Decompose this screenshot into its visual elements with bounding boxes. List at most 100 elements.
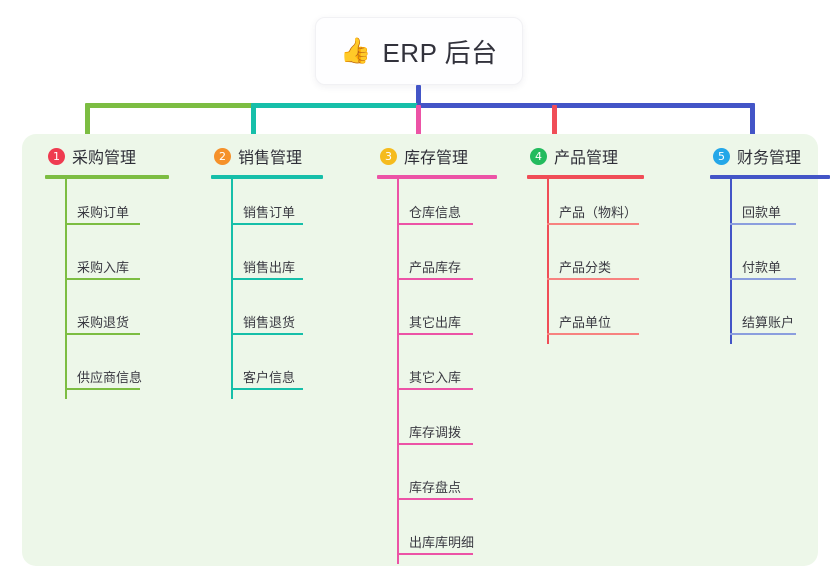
branch-item-rule — [65, 278, 140, 280]
branch-item[interactable]: 库存盘点 — [377, 454, 497, 509]
root-node-title: ERP 后台 — [382, 37, 498, 68]
branch-item[interactable]: 销售退货 — [211, 289, 323, 344]
branch-item-rule — [231, 278, 303, 280]
branch-header-rule — [710, 175, 830, 179]
branch-item[interactable]: 产品单位 — [527, 289, 644, 344]
branch-item-label: 采购退货 — [77, 315, 130, 330]
root-node-content: 👍 ERP 后台 — [340, 33, 497, 70]
branch-item[interactable]: 结算账户 — [710, 289, 830, 344]
branch-item[interactable]: 付款单 — [710, 234, 830, 289]
connector-drop-finance — [750, 105, 755, 141]
branch-items: 采购订单采购入库采购退货供应商信息 — [45, 179, 169, 399]
branch-item-rule — [547, 278, 639, 280]
connector-drop-product — [552, 105, 557, 141]
branch-item[interactable]: 销售出库 — [211, 234, 323, 289]
branch-header-5[interactable]: 5 财务管理 — [710, 143, 830, 169]
branch-item-label: 产品库存 — [409, 260, 462, 275]
branch-items: 回款单付款单结算账户 — [710, 179, 830, 344]
connector-horizontal-green — [85, 103, 253, 108]
branch-item-rule — [547, 333, 639, 335]
branch-spine — [231, 179, 233, 399]
branch-item-rule — [397, 553, 473, 555]
connector-drop-inventory — [416, 105, 421, 141]
thumbs-up-icon: 👍 — [340, 36, 372, 65]
branch-column-3: 3 库存管理仓库信息产品库存其它出库其它入库库存调拨库存盘点出库库明细 — [377, 143, 497, 564]
branch-item[interactable]: 其它入库 — [377, 344, 497, 399]
branch-items: 仓库信息产品库存其它出库其它入库库存调拨库存盘点出库库明细 — [377, 179, 497, 564]
branch-number-badge: 1 — [48, 147, 65, 165]
branch-title: 库存管理 — [404, 150, 469, 167]
connector-trunk-vertical — [416, 85, 421, 105]
branch-item-rule — [730, 333, 796, 335]
branch-item-label: 其它出库 — [409, 315, 462, 330]
branch-item[interactable]: 采购入库 — [45, 234, 169, 289]
connector-drop-purchase — [85, 105, 90, 141]
branch-item-rule — [397, 443, 473, 445]
branch-title: 销售管理 — [238, 150, 303, 167]
branch-item-rule — [730, 223, 796, 225]
branch-item-label: 库存盘点 — [409, 480, 462, 495]
branch-item-rule — [397, 278, 473, 280]
branch-item[interactable]: 供应商信息 — [45, 344, 169, 399]
branch-item-rule — [65, 388, 140, 390]
branch-item[interactable]: 库存调拨 — [377, 399, 497, 454]
branch-header-4[interactable]: 4 产品管理 — [527, 143, 644, 169]
branch-item-rule — [547, 223, 639, 225]
connector-drop-sales — [251, 105, 256, 141]
branch-item-rule — [397, 498, 473, 500]
branch-column-4: 4 产品管理产品（物料） 产品分类产品单位 — [527, 143, 644, 344]
branch-title: 产品管理 — [554, 150, 619, 167]
branch-header-rule — [527, 175, 644, 179]
branch-spine — [397, 179, 399, 564]
branch-item-label: 销售退货 — [243, 315, 296, 330]
branch-item[interactable]: 仓库信息 — [377, 179, 497, 234]
branch-item-rule — [231, 223, 303, 225]
branch-item-label: 产品（物料） — [559, 205, 638, 220]
branch-item-label: 其它入库 — [409, 370, 462, 385]
branch-spine — [730, 179, 732, 344]
branch-item-rule — [397, 388, 473, 390]
branch-title: 财务管理 — [737, 150, 802, 167]
connector-horizontal-teal — [251, 103, 419, 108]
branch-header-3[interactable]: 3 库存管理 — [377, 143, 497, 169]
branch-spine — [65, 179, 67, 399]
branch-item[interactable]: 采购退货 — [45, 289, 169, 344]
branch-item[interactable]: 其它出库 — [377, 289, 497, 344]
branch-item-rule — [65, 223, 140, 225]
branch-items: 产品（物料） 产品分类产品单位 — [527, 179, 644, 344]
branch-item-label: 销售出库 — [243, 260, 296, 275]
branch-item-label: 付款单 — [742, 260, 782, 275]
branch-number-badge: 3 — [380, 147, 397, 165]
branch-item-rule — [231, 333, 303, 335]
branch-item-label: 采购订单 — [77, 205, 130, 220]
branch-item[interactable]: 产品（物料） — [527, 179, 644, 234]
branch-item-label: 出库库明细 — [409, 535, 475, 550]
branch-item-label: 产品分类 — [559, 260, 612, 275]
branch-item[interactable]: 产品库存 — [377, 234, 497, 289]
branch-item[interactable]: 产品分类 — [527, 234, 644, 289]
branch-item[interactable]: 采购订单 — [45, 179, 169, 234]
branch-number-badge: 5 — [713, 147, 730, 165]
branch-item-label: 采购入库 — [77, 260, 130, 275]
branch-item[interactable]: 回款单 — [710, 179, 830, 234]
branch-item[interactable]: 出库库明细 — [377, 509, 497, 564]
branch-item-label: 结算账户 — [742, 315, 795, 330]
branch-item-label: 库存调拨 — [409, 425, 462, 440]
branch-item-rule — [65, 333, 140, 335]
branch-number-badge: 4 — [530, 147, 547, 165]
branch-item[interactable]: 销售订单 — [211, 179, 323, 234]
branch-header-rule — [211, 175, 323, 179]
branch-item[interactable]: 客户信息 — [211, 344, 323, 399]
branch-header-rule — [377, 175, 497, 179]
branch-item-label: 供应商信息 — [77, 370, 143, 385]
branch-item-label: 回款单 — [742, 205, 782, 220]
branch-item-rule — [397, 333, 473, 335]
branch-spine — [547, 179, 549, 344]
branch-item-label: 仓库信息 — [409, 205, 462, 220]
root-node-card[interactable]: 👍 ERP 后台 — [315, 17, 523, 85]
